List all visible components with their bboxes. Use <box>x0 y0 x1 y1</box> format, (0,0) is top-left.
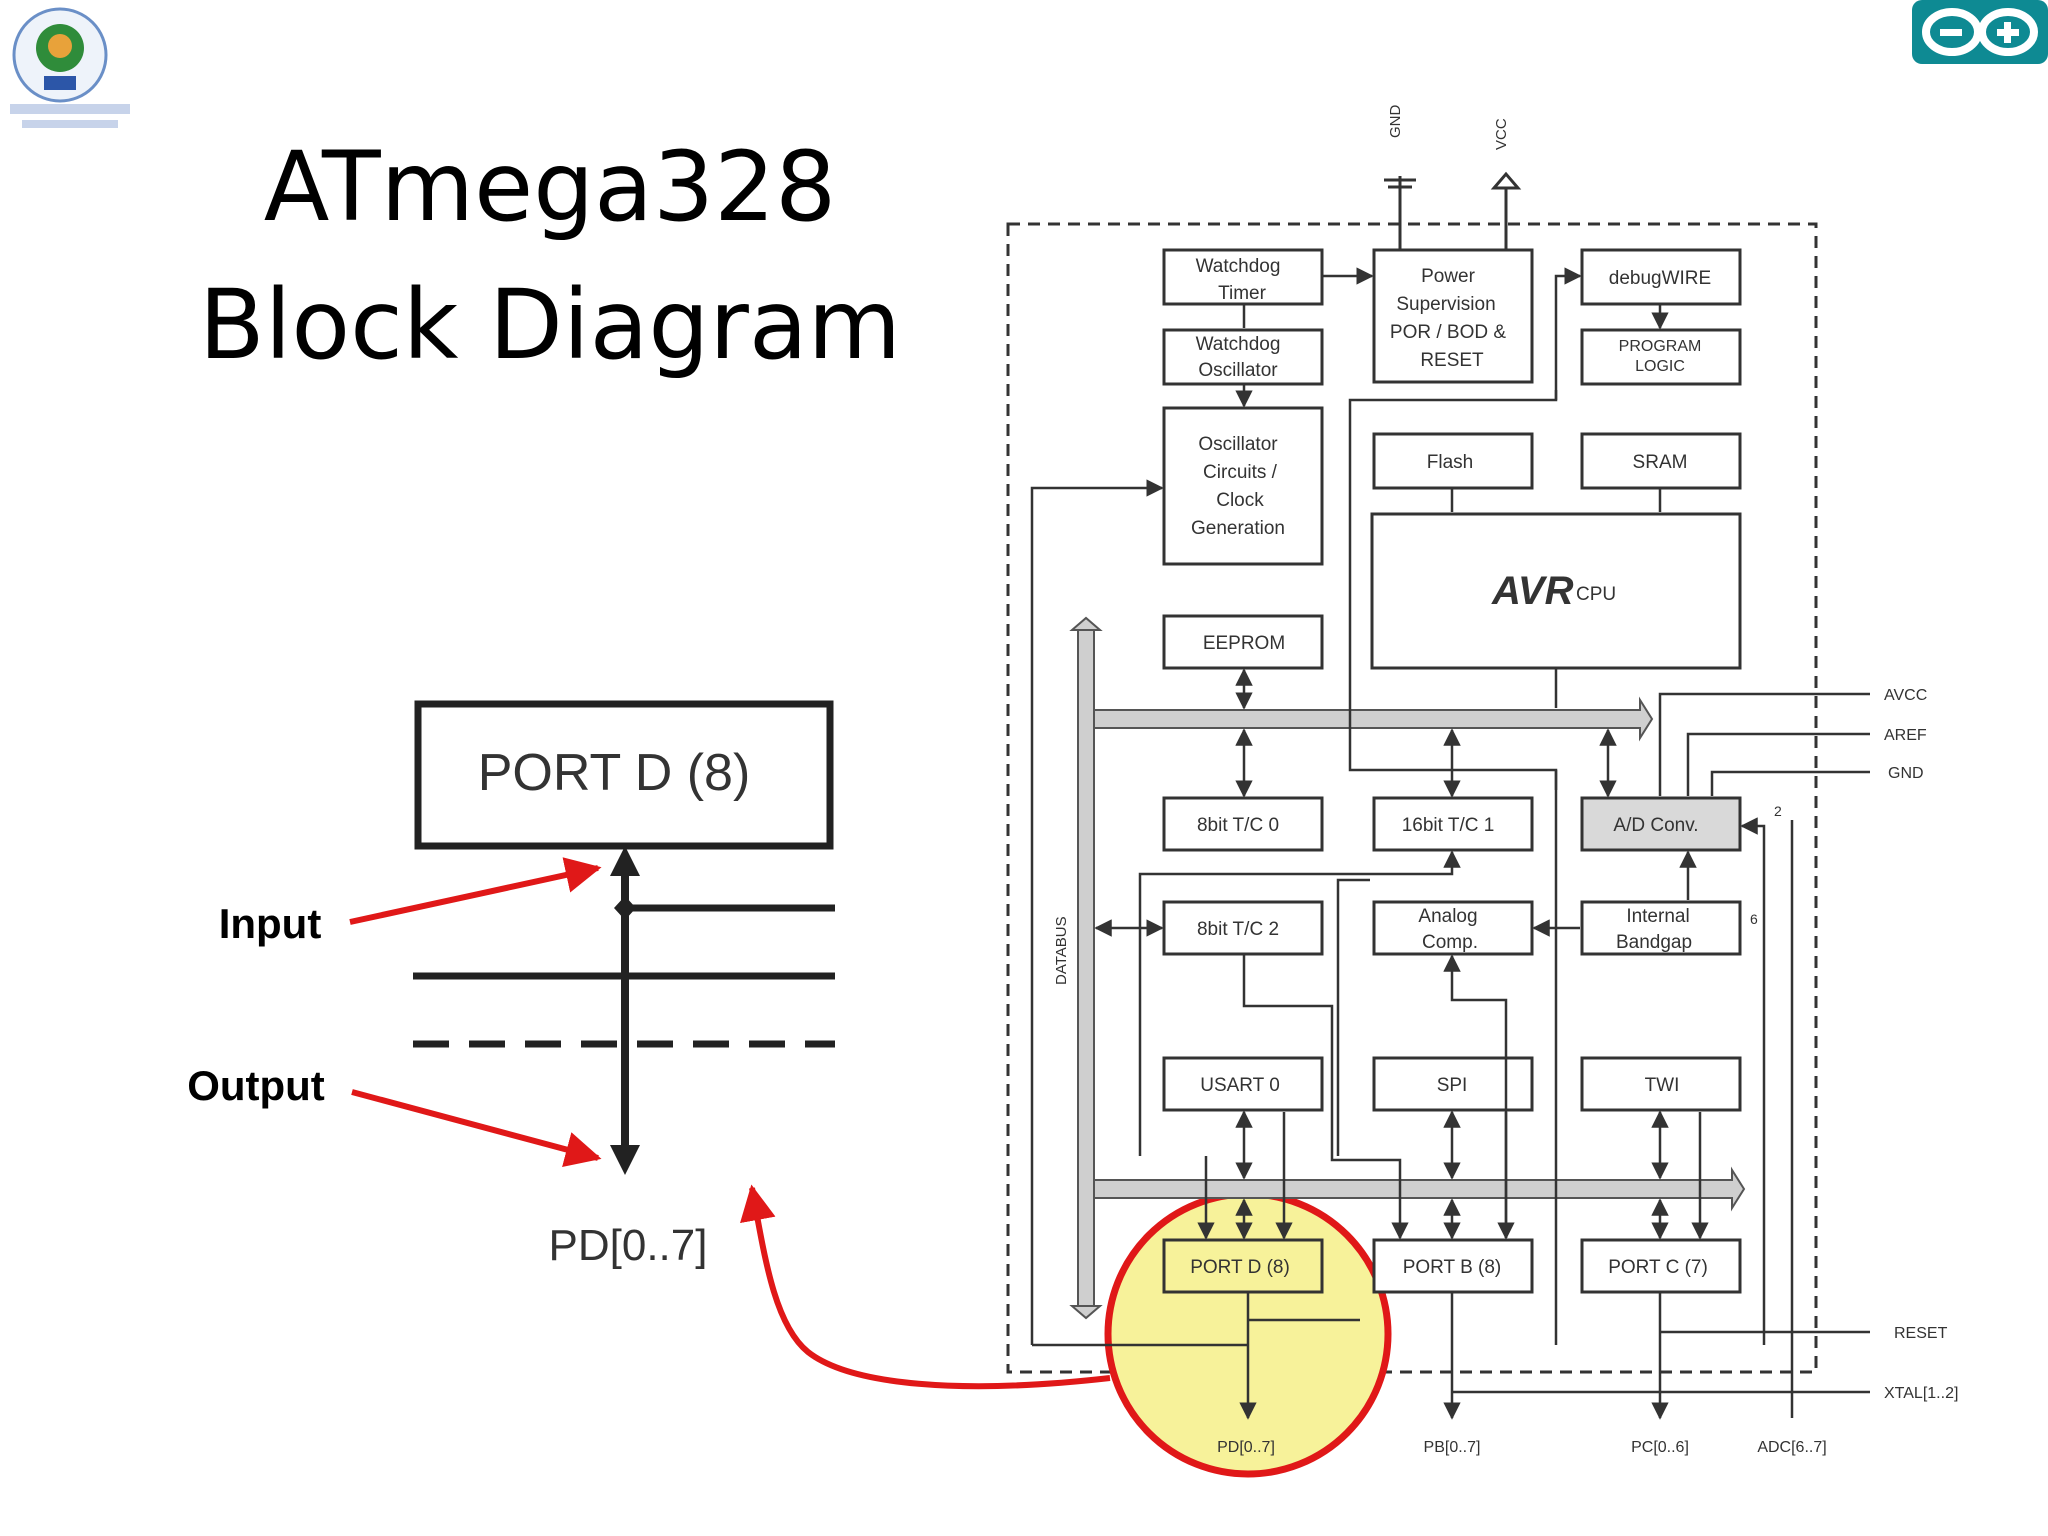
watchdog-timer-line2: Timer <box>1218 283 1267 304</box>
pin-pc: PC[0..6] <box>1631 1439 1689 1456</box>
bus-width-adc: 2 <box>1774 803 1782 819</box>
program-logic-line2: LOGIC <box>1635 358 1685 375</box>
slide-title: ATmega328 Block Diagram <box>150 118 950 394</box>
bandgap-line2: Bandgap <box>1616 932 1692 953</box>
block-diagram: GND VCC DATABUS Watchdog Timer Power Sup… <box>1006 105 1958 1478</box>
tc0-block <box>1162 796 1324 852</box>
adc-block <box>1580 796 1742 852</box>
callout-pin-label: PD[0..7] <box>549 1221 708 1270</box>
port-c-label: PORT C (7) <box>1608 1257 1708 1278</box>
eeprom-block <box>1162 614 1324 670</box>
debugwire-block <box>1580 248 1742 306</box>
arduino-logo <box>1912 0 2048 64</box>
pin-aref: AREF <box>1884 727 1927 744</box>
bus-width-bandgap: 6 <box>1750 911 1758 927</box>
spi-label: SPI <box>1437 1075 1468 1096</box>
power-line2: Supervision <box>1396 294 1495 315</box>
power-line4: RESET <box>1420 350 1484 371</box>
avr-cpu-block <box>1370 512 1742 670</box>
watchdog-timer-line1: Watchdog <box>1196 256 1281 277</box>
adc-label: A/D Conv. <box>1613 815 1698 836</box>
debugwire-label: debugWIRE <box>1609 268 1711 289</box>
tc1-block <box>1372 796 1534 852</box>
port-d-block <box>1162 1238 1324 1294</box>
avr-logo: AVR <box>1491 569 1574 613</box>
port-d-label: PORT D (8) <box>1190 1257 1290 1278</box>
link-arrow <box>740 1184 1111 1390</box>
output-arrow <box>351 1089 602 1167</box>
tc1-label: 16bit T/C 1 <box>1402 815 1495 836</box>
pin-adc: ADC[6..7] <box>1757 1439 1826 1456</box>
input-arrow <box>349 857 602 925</box>
chip-outline <box>1006 222 1818 1374</box>
pin-pb: PB[0..7] <box>1424 1439 1481 1456</box>
callout-port-label: PORT D (8) <box>478 744 751 802</box>
title-line-1: ATmega328 <box>263 131 837 243</box>
twi-block <box>1580 1056 1742 1112</box>
flash-block <box>1372 432 1534 490</box>
cpu-label: CPU <box>1576 584 1616 605</box>
pin-avcc: AVCC <box>1884 687 1927 704</box>
usart-block <box>1162 1056 1324 1112</box>
osc-line2: Circuits / <box>1203 462 1278 483</box>
supply-gnd-label: GND <box>1387 105 1404 139</box>
pin-gnd: GND <box>1888 765 1924 782</box>
tc2-label: 8bit T/C 2 <box>1197 919 1279 940</box>
analog-comp-line1: Analog <box>1418 906 1477 927</box>
output-label: Output <box>187 1062 325 1109</box>
osc-line4: Generation <box>1191 518 1285 539</box>
bandgap-line1: Internal <box>1626 906 1689 927</box>
analog-comp-line2: Comp. <box>1422 932 1478 953</box>
sram-label: SRAM <box>1633 452 1688 473</box>
pin-pd: PD[0..7] <box>1217 1439 1275 1456</box>
port-b-block <box>1372 1238 1534 1294</box>
bandgap-block <box>1580 900 1742 956</box>
power-supervision-block <box>1372 248 1534 384</box>
watchdog-osc-line1: Watchdog <box>1196 334 1281 355</box>
watchdog-osc-line2: Oscillator <box>1198 360 1278 381</box>
program-logic-line1: PROGRAM <box>1619 338 1702 355</box>
port-b-label: PORT B (8) <box>1403 1257 1502 1278</box>
usart-label: USART 0 <box>1200 1075 1280 1096</box>
port-d-callout: PORT D (8) PD[0..7] Input Output <box>187 700 835 1270</box>
databus-label: DATABUS <box>1053 916 1070 985</box>
program-logic-block <box>1580 328 1742 386</box>
pin-xtal: XTAL[1..2] <box>1884 1385 1958 1402</box>
power-line1: Power <box>1421 266 1476 287</box>
watchdog-oscillator-block <box>1162 328 1324 386</box>
power-line3: POR / BOD & <box>1390 322 1506 343</box>
title-line-2: Block Diagram <box>198 269 902 381</box>
analog-comp-block <box>1372 900 1534 956</box>
pin-reset: RESET <box>1894 1325 1948 1342</box>
institute-logo <box>10 7 130 128</box>
osc-line1: Oscillator <box>1198 434 1278 455</box>
connection-lines <box>1030 267 1870 1420</box>
sram-block <box>1580 432 1742 490</box>
oscillator-circuits-block <box>1162 406 1324 566</box>
tc0-label: 8bit T/C 0 <box>1197 815 1279 836</box>
eeprom-label: EEPROM <box>1203 633 1285 654</box>
supply-vcc-label: VCC <box>1493 118 1510 150</box>
twi-label: TWI <box>1645 1075 1680 1096</box>
flash-label: Flash <box>1427 452 1473 473</box>
databus: DATABUS <box>1053 616 1746 1320</box>
callout-port-box <box>414 700 834 850</box>
input-label: Input <box>219 900 322 947</box>
osc-line3: Clock <box>1216 490 1264 511</box>
